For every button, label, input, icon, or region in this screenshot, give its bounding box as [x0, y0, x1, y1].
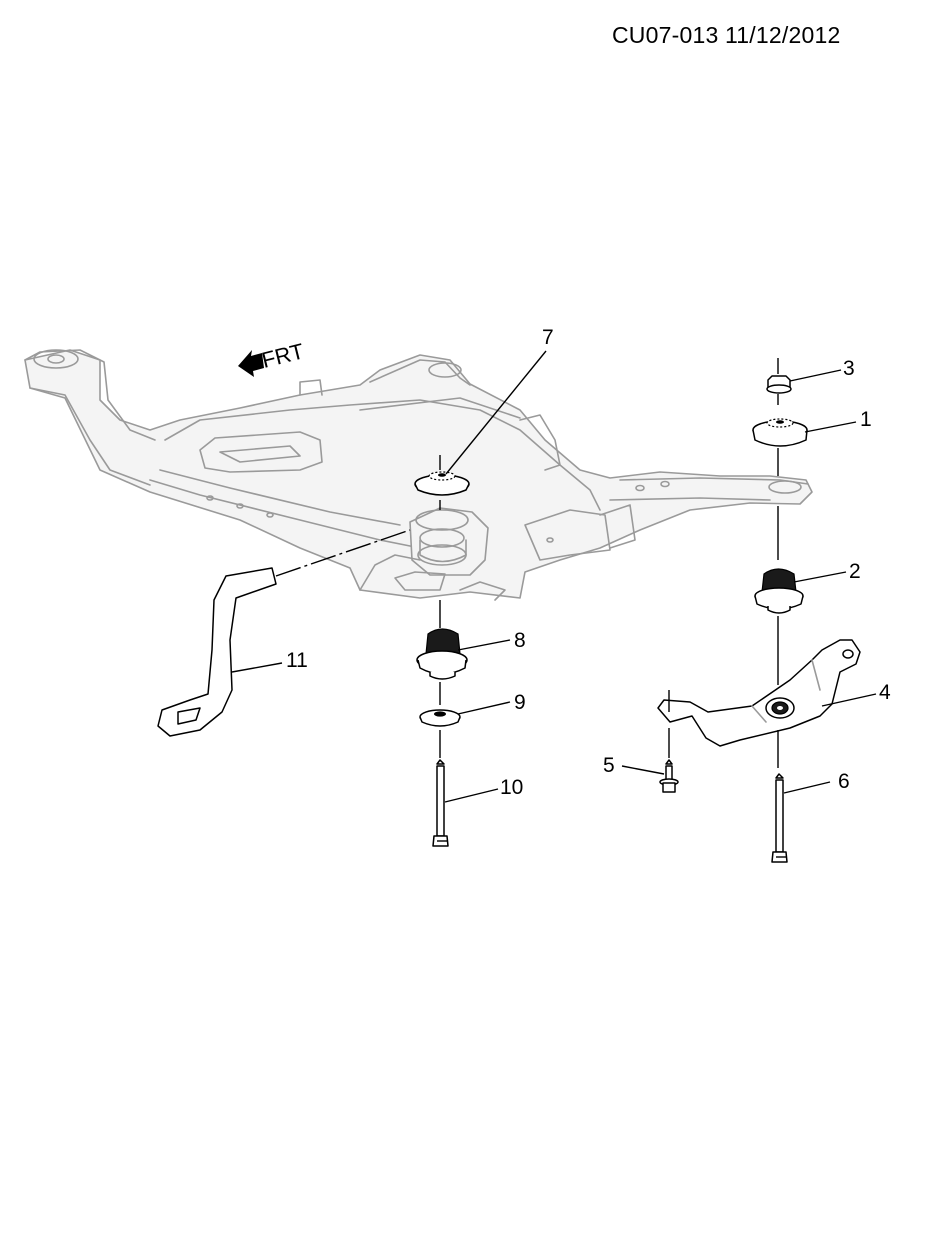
- callout-5: 5: [603, 754, 615, 777]
- callout-2: 2: [849, 560, 861, 583]
- callout-10: 10: [500, 776, 523, 799]
- leader-line-6: [783, 781, 831, 794]
- callout-4: 4: [879, 681, 891, 704]
- part-2-drawing: [754, 568, 804, 685]
- callout-1: 1: [860, 408, 872, 431]
- leader-line-3: [789, 369, 842, 382]
- callout-6: 6: [838, 770, 850, 793]
- callout-7: 7: [542, 326, 554, 349]
- part-9-drawing: [419, 682, 461, 758]
- part-7-drawing: [414, 455, 470, 510]
- part-3-drawing: [766, 358, 792, 405]
- part-1-drawing: [752, 418, 808, 560]
- leader-line-10: [444, 788, 499, 803]
- leader-line-4: [821, 693, 877, 707]
- part-6-drawing: [771, 773, 788, 863]
- front-arrow-icon: [238, 350, 264, 377]
- callout-3: 3: [843, 357, 855, 380]
- callout-9: 9: [514, 691, 526, 714]
- leader-line-8: [457, 639, 511, 651]
- leader-line-5: [621, 765, 665, 775]
- diagram-code-date: CU07-013 11/12/2012: [612, 22, 841, 48]
- part-10-drawing: [432, 759, 449, 847]
- leader-line-9: [457, 701, 511, 715]
- leader-line-7: [445, 350, 547, 475]
- front-direction-indicator: FRT: [238, 338, 306, 377]
- front-direction-label: FRT: [259, 338, 306, 373]
- part-11-drawing: [157, 529, 411, 737]
- leader-line-1: [804, 421, 857, 433]
- part-8-drawing: [416, 600, 468, 680]
- leader-lines: [231, 350, 877, 803]
- part-5-drawing: [659, 728, 679, 793]
- callout-numbers: 1 2 3 4 5 6 7 8 9 10 11: [286, 326, 891, 799]
- part-4-drawing: [657, 639, 861, 768]
- callout-8: 8: [514, 629, 526, 652]
- front-subframe-drawing: [24, 349, 813, 601]
- leader-line-11: [231, 662, 283, 673]
- leader-line-2: [793, 571, 847, 583]
- callout-11: 11: [286, 649, 308, 672]
